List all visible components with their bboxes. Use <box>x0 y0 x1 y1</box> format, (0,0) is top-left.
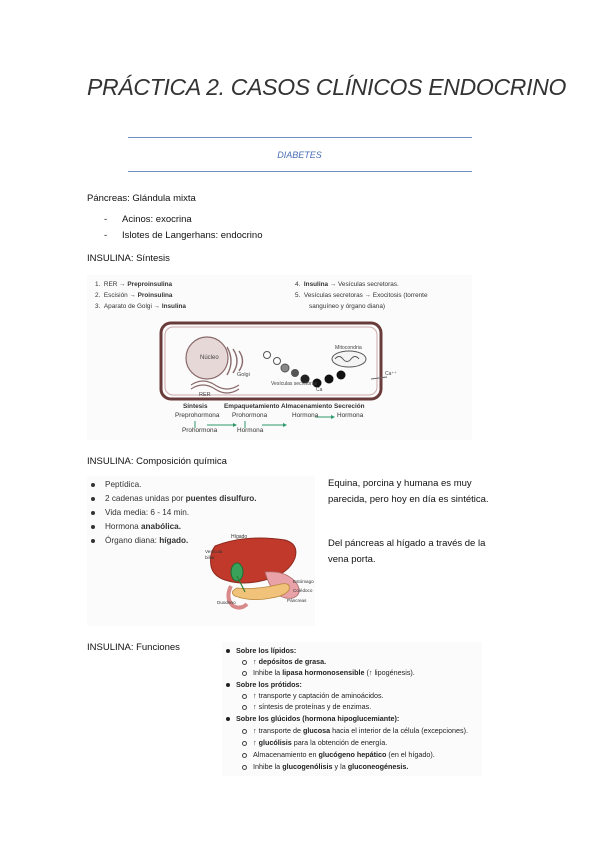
step-5: 5. Vesículas secretoras → Exocitosis (to… <box>295 292 428 299</box>
stage-almacenamiento: Almacenamiento <box>281 403 333 410</box>
step-5-cont: sanguíneo y órgano diana) <box>309 303 386 310</box>
sintesis-figure: 1. RER → Preproinsulina 2. Escisión → Pr… <box>87 275 472 440</box>
stage-sintesis-line: Prohormona <box>182 427 218 434</box>
stage-secrecion: Secreción <box>334 403 365 410</box>
step-4: 4. Insulina → Vesículas secretoras. <box>295 281 399 288</box>
bullet-item: 2 cadenas unidas por puentes disulfuro. <box>91 494 257 503</box>
protidos-title: Sobre los prótidos: <box>226 680 302 689</box>
label-estomago: Estómago <box>293 579 314 584</box>
stage-empaquetamiento-line: Hormona <box>237 427 264 434</box>
label-pancreas: Páncreas <box>287 598 307 603</box>
bullet-item: Peptídica. <box>91 480 141 489</box>
list-item-dash: - <box>104 214 108 225</box>
top-rule <box>128 137 472 138</box>
list-item: Islotes de Langerhans: endocrino <box>122 230 263 241</box>
composicion-figure: Peptídica. 2 cadenas unidas por puentes … <box>87 476 315 626</box>
lipidos-title: Sobre los lípidos: <box>226 646 296 655</box>
pancreas-line: Páncreas: Glándula mixta <box>87 193 196 204</box>
label-ca-out: Ca⁺⁺ <box>385 371 397 377</box>
funciones-figure: Sobre los lípidos: ↑ depósitos de grasa.… <box>222 642 482 776</box>
step-1: 1. RER → Preproinsulina <box>95 281 173 288</box>
glucidos-item: ↑ transporte de glucosa hacia el interio… <box>242 726 468 735</box>
side-text-vena-porta: Del páncreas al hígado a través de la ve… <box>328 538 486 565</box>
protidos-item: ↑ síntesis de proteínas y de enzimas. <box>242 702 371 711</box>
list-item-dash: - <box>104 230 108 241</box>
step-2: 2. Escisión → Proinsulina <box>95 292 173 299</box>
label-golgi: Golgi <box>237 372 250 378</box>
lipidos-item: ↑ depósitos de grasa. <box>242 657 326 666</box>
label-vesicula: Vesícula biliar <box>205 549 223 560</box>
stage-sintesis-line: Preprohormona <box>175 412 220 419</box>
stage-secrecion-line: Hormona <box>337 412 364 419</box>
bottom-rule <box>128 171 472 172</box>
label-rer: RER <box>199 392 211 398</box>
glucidos-item: Inhibe la glucogenólisis y la gluconeogé… <box>242 762 408 771</box>
step-3: 3. Aparato de Golgi → Insulina <box>95 303 186 310</box>
glucidos-item: ↑ glucólisis para la obtención de energí… <box>242 738 387 747</box>
label-nucleo: Núcleo <box>200 355 219 361</box>
label-higado: Hígado <box>231 534 248 540</box>
label-coledoco: Colédoco <box>293 588 313 593</box>
label-mitocondria: Mitocondria <box>335 345 362 351</box>
label-duodeno: Duodeno <box>217 600 236 605</box>
side-text-origen: Equina, porcina y humana es muy parecida… <box>328 478 489 505</box>
stage-almacenamiento-line: Hormona <box>292 412 319 419</box>
lipidos-item: Inhibe la lipasa hormonosensible (↑ lipo… <box>242 668 415 677</box>
section-subtitle: DIABETES <box>277 150 322 160</box>
glucidos-title: Sobre los glúcidos (hormona hipoglucemia… <box>226 714 399 723</box>
bullet-item: Órgano diana: hígado. <box>91 536 188 545</box>
glucidos-item: Almacenamiento en glucógeno hepático (en… <box>242 750 435 759</box>
label-ca: Ca <box>316 387 323 393</box>
section-heading-funciones: INSULINA: Funciones <box>87 642 180 653</box>
section-heading-composicion: INSULINA: Composición química <box>87 456 227 467</box>
cell-diagram: Núcleo Golgi RER Mitocondria Vesículas s… <box>159 321 397 428</box>
protidos-item: ↑ transporte y captación de aminoácidos. <box>242 691 384 700</box>
liver-pancreas-illustration <box>210 537 300 610</box>
stage-empaquetamiento-line: Prohormona <box>232 412 268 419</box>
section-heading-sintesis: INSULINA: Síntesis <box>87 253 170 264</box>
stage-empaquetamiento: Empaquetamiento <box>224 403 280 410</box>
page-title: PRÁCTICA 2. CASOS CLÍNICOS ENDOCRINO <box>87 74 567 100</box>
stage-sintesis: Síntesis <box>183 403 208 410</box>
bullet-item: Hormona anabólica. <box>91 522 181 531</box>
label-vesiculas: Vesículas secretoras <box>271 381 318 387</box>
list-item: Acinos: exocrina <box>122 214 192 225</box>
bullet-item: Vida media: 6 - 14 min. <box>91 508 189 517</box>
